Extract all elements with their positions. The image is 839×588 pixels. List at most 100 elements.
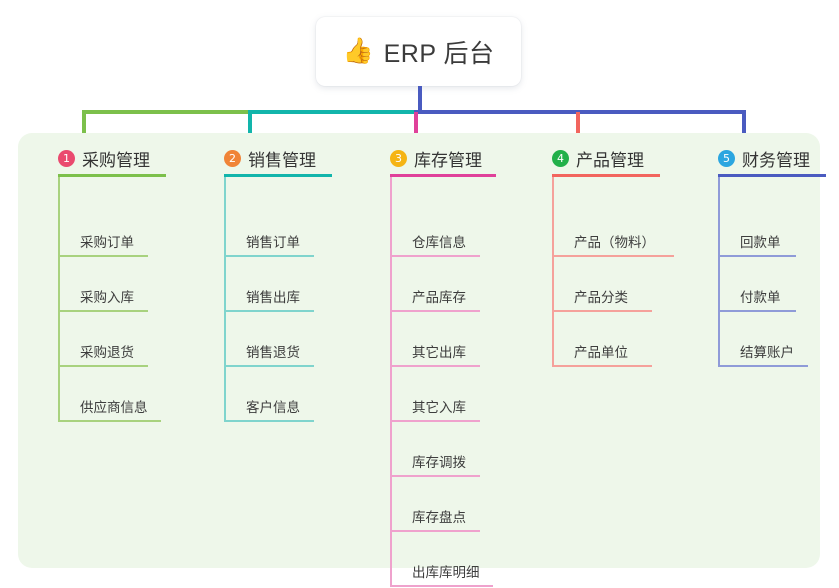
column-badge-2: 2: [224, 150, 241, 167]
column-rule-2: [224, 174, 332, 177]
drop-stem-2: [248, 112, 252, 144]
list-item-label: 采购订单: [80, 235, 134, 250]
list-item-rule: [58, 310, 148, 312]
list-item-label: 付款单: [740, 290, 781, 305]
list-item[interactable]: 库存调拨: [390, 427, 480, 477]
list-item-rule: [390, 420, 480, 422]
list-item-label: 出库库明细: [412, 565, 480, 580]
column-badge-4: 4: [552, 150, 569, 167]
list-item-label: 其它入库: [412, 400, 466, 415]
column-badge-5: 5: [718, 150, 735, 167]
column-title-2: 销售管理: [248, 151, 316, 170]
column-rule-4: [552, 174, 660, 177]
list-item-rule: [552, 310, 652, 312]
list-item-rule: [390, 310, 480, 312]
column-header-4[interactable]: 4 产品管理: [552, 146, 644, 171]
column-rule-1: [58, 174, 166, 177]
list-item-label: 客户信息: [246, 400, 300, 415]
list-item-rule: [390, 530, 480, 532]
list-item[interactable]: 采购入库: [58, 262, 148, 312]
column-title-4: 产品管理: [576, 151, 644, 170]
list-item-label: 回款单: [740, 235, 781, 250]
column-header-1[interactable]: 1 采购管理: [58, 146, 150, 171]
list-item[interactable]: 出库库明细: [390, 537, 493, 587]
list-item-label: 采购入库: [80, 290, 134, 305]
column-badge-1: 1: [58, 150, 75, 167]
list-item-rule: [718, 255, 796, 257]
column-badge-3: 3: [390, 150, 407, 167]
thumbs-up-icon: 👍: [342, 37, 374, 65]
list-item-rule: [58, 365, 148, 367]
list-item[interactable]: 销售出库: [224, 262, 314, 312]
list-item-label: 库存调拨: [412, 455, 466, 470]
list-item[interactable]: 其它出库: [390, 317, 480, 367]
list-item[interactable]: 付款单: [718, 262, 796, 312]
list-item-rule: [224, 420, 314, 422]
list-item-label: 产品库存: [412, 290, 466, 305]
column-spine-2: [224, 177, 226, 422]
bus-segment-2: [248, 110, 414, 114]
column-spine-1: [58, 177, 60, 422]
list-item[interactable]: 产品库存: [390, 262, 480, 312]
column-rule-3: [390, 174, 496, 177]
list-item-label: 供应商信息: [80, 400, 148, 415]
list-item-rule: [390, 475, 480, 477]
column-spine-3: [390, 177, 392, 587]
list-item-label: 产品（物料）: [574, 235, 655, 250]
list-item-label: 销售退货: [246, 345, 300, 360]
list-item-label: 仓库信息: [412, 235, 466, 250]
column-title-1: 采购管理: [82, 151, 150, 170]
diagram-panel: [18, 133, 820, 568]
list-item-rule: [718, 365, 808, 367]
drop-stem-5: [742, 112, 746, 144]
list-item-rule: [58, 255, 148, 257]
bus-segment-3: [414, 110, 746, 114]
drop-stem-3: [414, 112, 418, 144]
column-header-3[interactable]: 3 库存管理: [390, 146, 482, 171]
list-item-label: 产品分类: [574, 290, 628, 305]
column-title-3: 库存管理: [414, 151, 482, 170]
root-node-card[interactable]: 👍 ERP 后台: [316, 17, 521, 86]
list-item-rule: [224, 310, 314, 312]
list-item-label: 库存盘点: [412, 510, 466, 525]
list-item[interactable]: 库存盘点: [390, 482, 480, 532]
list-item[interactable]: 仓库信息: [390, 207, 480, 257]
column-spine-4: [552, 177, 554, 367]
list-item-rule: [390, 585, 493, 587]
column-rule-5: [718, 174, 826, 177]
list-item-rule: [58, 420, 161, 422]
list-item[interactable]: 供应商信息: [58, 372, 161, 422]
list-item-label: 其它出库: [412, 345, 466, 360]
drop-stem-1: [82, 112, 86, 144]
list-item[interactable]: 结算账户: [718, 317, 808, 367]
list-item-rule: [552, 365, 652, 367]
list-item[interactable]: 采购退货: [58, 317, 148, 367]
list-item-rule: [224, 255, 314, 257]
list-item[interactable]: 其它入库: [390, 372, 480, 422]
column-header-2[interactable]: 2 销售管理: [224, 146, 316, 171]
root-connector-stem: [418, 86, 422, 112]
list-item[interactable]: 产品单位: [552, 317, 652, 367]
drop-stem-4: [576, 112, 580, 144]
column-header-5[interactable]: 5 财务管理: [718, 146, 810, 171]
list-item[interactable]: 产品（物料）: [552, 207, 674, 257]
list-item-rule: [224, 365, 314, 367]
column-title-5: 财务管理: [742, 151, 810, 170]
list-item-rule: [390, 255, 480, 257]
list-item-label: 销售订单: [246, 235, 300, 250]
list-item[interactable]: 产品分类: [552, 262, 652, 312]
list-item[interactable]: 采购订单: [58, 207, 148, 257]
list-item[interactable]: 销售订单: [224, 207, 314, 257]
list-item-label: 产品单位: [574, 345, 628, 360]
list-item-rule: [390, 365, 480, 367]
bus-segment-1: [82, 110, 248, 114]
list-item[interactable]: 销售退货: [224, 317, 314, 367]
column-spine-5: [718, 177, 720, 367]
list-item-label: 采购退货: [80, 345, 134, 360]
list-item-label: 销售出库: [246, 290, 300, 305]
list-item[interactable]: 回款单: [718, 207, 796, 257]
list-item[interactable]: 客户信息: [224, 372, 314, 422]
list-item-label: 结算账户: [740, 345, 794, 360]
list-item-rule: [718, 310, 796, 312]
root-node-title: ERP 后台: [383, 39, 495, 68]
